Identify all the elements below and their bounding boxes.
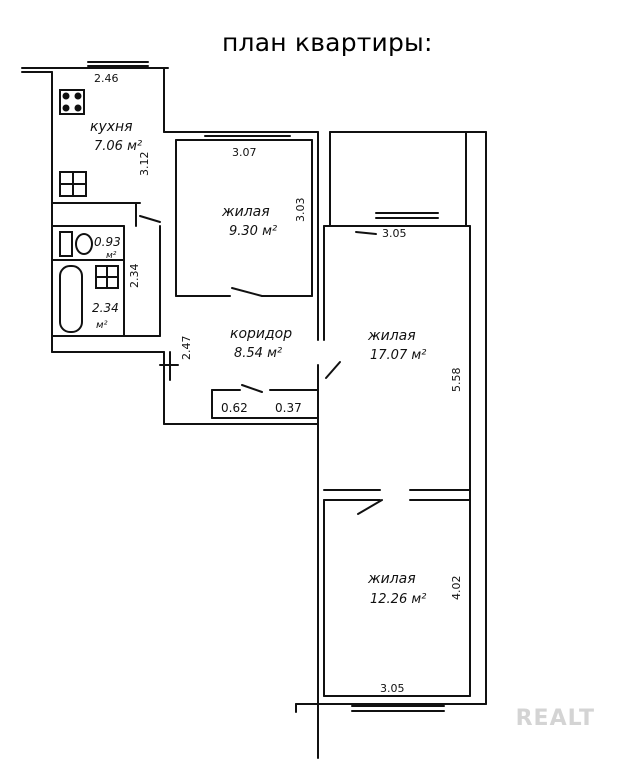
sink-icon — [59, 171, 87, 197]
bottom-bedroom-walls — [295, 499, 487, 759]
kitchen-label: кухня — [90, 119, 133, 135]
wc-unit: м² — [106, 251, 117, 261]
kitchen-walls — [21, 67, 319, 353]
kitchen-area: 7.06 м² — [94, 139, 142, 154]
corridor-area: 8.54 м² — [234, 346, 282, 361]
kitchen-width-dim: 2.46 — [94, 72, 119, 85]
toilet-icon — [59, 231, 93, 257]
closet-b-area: 0.37 — [275, 401, 302, 415]
bath-depth-dim: 2.34 — [128, 264, 141, 289]
bath-unit: м² — [96, 320, 108, 331]
wc-area: 0.93 — [94, 235, 121, 249]
corridor-walls — [163, 351, 319, 425]
entrance-marks — [159, 351, 179, 381]
bottom-room-depth-dim: 4.02 — [450, 576, 463, 601]
small-room-width-dim: 3.07 — [232, 146, 257, 159]
small-bedroom-walls — [175, 139, 313, 297]
living-depth-dim: 5.58 — [450, 368, 463, 393]
living-room-walls — [317, 131, 487, 705]
closet-a-area: 0.62 — [221, 401, 248, 415]
living-room-area: 17.07 м² — [370, 348, 426, 363]
corridor-label: коридор — [230, 326, 292, 342]
small-room-depth-dim: 3.03 — [294, 198, 307, 223]
living-room-label: жилая — [367, 328, 416, 344]
bottom-room-width-dim: 3.05 — [380, 682, 405, 695]
small-bedroom-window — [204, 131, 291, 137]
kitchen-depth-dim: 3.12 — [138, 152, 151, 177]
living-room-window — [375, 212, 439, 219]
bottom-bedroom-area: 12.26 м² — [370, 592, 426, 607]
kitchen-window — [87, 61, 149, 67]
page-title: план квартиры: — [222, 28, 433, 57]
small-bedroom-label: жилая — [221, 204, 270, 220]
living-width-dim: 3.05 — [382, 227, 407, 240]
bathtub-icon — [59, 265, 119, 333]
bottom-bedroom-label: жилая — [367, 571, 416, 587]
corridor-width-dim: 2.47 — [180, 336, 193, 361]
bottom-bedroom-window — [351, 705, 445, 712]
small-bedroom-area: 9.30 м² — [229, 224, 277, 239]
kitchen-door — [135, 202, 161, 227]
bathroom-walls — [51, 225, 165, 353]
bath-area: 2.34 — [92, 301, 119, 315]
stove-icon — [59, 89, 85, 115]
watermark-logo: REALT — [515, 706, 595, 731]
